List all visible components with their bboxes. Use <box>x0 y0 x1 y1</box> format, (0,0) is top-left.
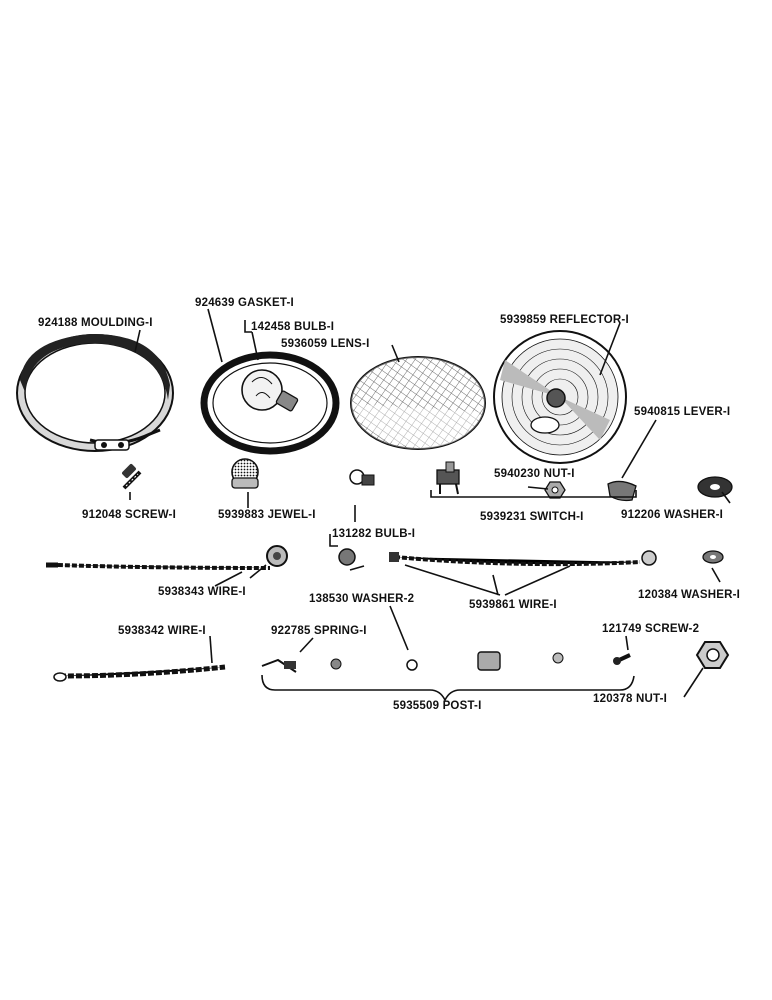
label-gasket: 924639 GASKET-I <box>195 297 294 309</box>
screw-121749-part <box>613 653 631 665</box>
leader-lines <box>129 308 731 702</box>
bulb-small-part <box>349 469 375 486</box>
wire-5938343-part <box>46 545 288 570</box>
nut-5940230-part <box>544 481 566 499</box>
label-reflector: 5939859 REFLECTOR-I <box>500 314 629 326</box>
spring-part <box>261 658 297 673</box>
wire-5938342-part <box>53 664 226 682</box>
switch-part <box>436 461 460 495</box>
wire-5939861-part <box>338 548 657 567</box>
reflector-part <box>493 330 627 464</box>
label-nut-120378: 120378 NUT-I <box>593 693 667 705</box>
label-lens: 5936059 LENS-I <box>281 338 369 350</box>
label-spring: 922785 SPRING-I <box>271 625 367 637</box>
label-wire-5939861: 5939861 WIRE-I <box>469 599 557 611</box>
label-moulding: 924188 MOULDING-I <box>38 317 153 329</box>
lens-part <box>350 356 486 450</box>
label-wire-5938343: 5938343 WIRE-I <box>158 586 246 598</box>
label-wire-5938342: 5938342 WIRE-I <box>118 625 206 637</box>
label-washer-120384: 120384 WASHER-I <box>638 589 740 601</box>
label-screw-912048: 912048 SCREW-I <box>82 509 176 521</box>
label-jewel: 5939883 JEWEL-I <box>218 509 316 521</box>
nut-120378-part <box>695 641 730 669</box>
label-washer-138530: 138530 WASHER-2 <box>309 593 414 605</box>
label-lever: 5940815 LEVER-I <box>634 406 730 418</box>
label-nut-5940230: 5940230 NUT-I <box>494 468 575 480</box>
label-bulb-large: 142458 BULB-I <box>251 321 334 333</box>
washer-912206-part <box>697 476 733 498</box>
jewel-part <box>231 458 259 489</box>
moulding-part <box>16 333 174 452</box>
label-switch: 5939231 SWITCH-I <box>480 511 584 523</box>
screw-912048-part <box>122 464 142 490</box>
label-post: 5935509 POST-I <box>393 700 481 712</box>
label-screw-121749: 121749 SCREW-2 <box>602 623 699 635</box>
label-washer-912206: 912206 WASHER-I <box>621 509 723 521</box>
post-small-pieces <box>330 651 564 671</box>
bulb-large-part <box>241 369 299 412</box>
washer-120384-part <box>702 550 724 564</box>
lever-part <box>607 480 637 502</box>
label-bulb-small: 131282 BULB-I <box>332 528 415 540</box>
